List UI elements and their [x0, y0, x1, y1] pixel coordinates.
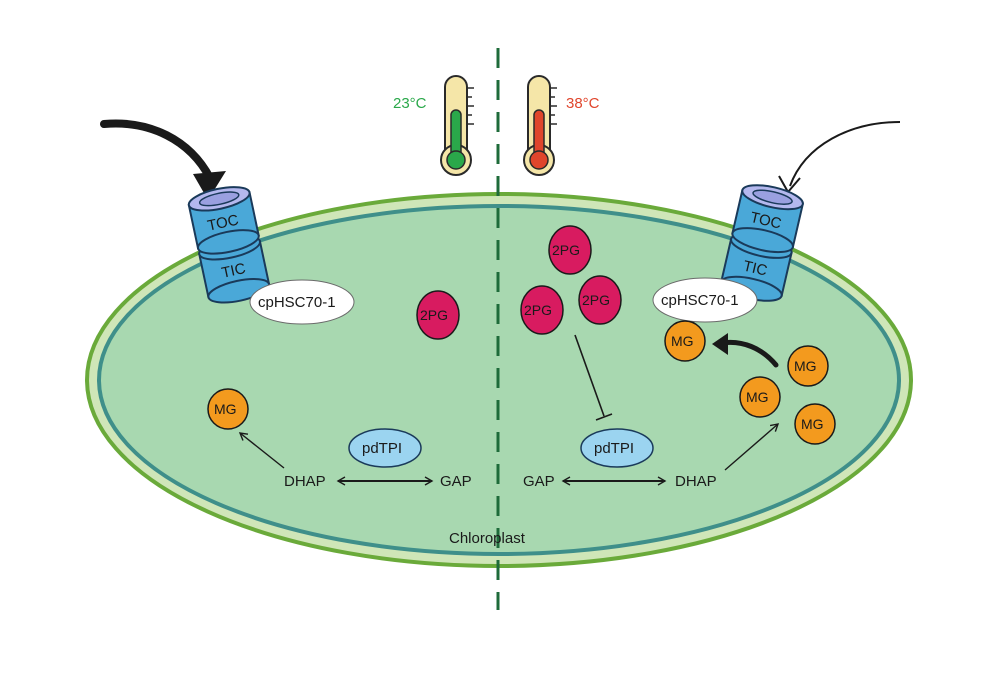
- pg-molecule-left: 2PG: [416, 290, 460, 340]
- toc-tic-transporter-left: TOC TIC: [187, 186, 271, 304]
- pdtpi-enzyme-left: pdTPI: [348, 428, 422, 468]
- pg-molecule-right-3: 2PG: [578, 275, 622, 325]
- pg-molecule-right-2: 2PG: [520, 285, 564, 335]
- pg-label: 2PG: [582, 292, 610, 308]
- mg-molecule-right-4: MG: [794, 403, 836, 445]
- mg-molecule-right-1: MG: [664, 320, 706, 362]
- pg-label: 2PG: [420, 307, 448, 323]
- pg-label: 2PG: [524, 302, 552, 318]
- mg-label: MG: [671, 333, 694, 349]
- dhap-to-mg-arrow-right: [724, 423, 780, 471]
- thermometer-cool-icon: [440, 75, 474, 176]
- cphsc70-1-label-right: cpHSC70-1: [661, 292, 739, 309]
- toc-label-left: TOC: [206, 211, 240, 234]
- gap-label-left: GAP: [440, 473, 472, 490]
- pg-molecule-right-1: 2PG: [548, 225, 592, 275]
- dhap-label-right: DHAP: [675, 473, 717, 490]
- mg-accumulation-arrow-icon: [712, 333, 779, 368]
- mg-label: MG: [746, 389, 769, 405]
- mg-molecule-left: MG: [207, 388, 249, 430]
- pg-label: 2PG: [552, 242, 580, 258]
- mg-label: MG: [801, 416, 824, 432]
- pg-inhibition-icon: [574, 334, 613, 421]
- cphsc70-1-left: cpHSC70-1: [249, 279, 355, 325]
- tic-label-right: TIC: [741, 258, 769, 280]
- toc-label-right: TOC: [749, 209, 784, 233]
- mg-molecule-right-3: MG: [739, 376, 781, 418]
- temperature-cool-label: 23°C: [393, 95, 427, 112]
- chloroplast-label: Chloroplast: [449, 530, 526, 547]
- thin-import-arrow-icon: [778, 121, 901, 194]
- cphsc70-1-right: cpHSC70-1: [652, 277, 758, 323]
- pdtpi-label-left: pdTPI: [362, 440, 402, 457]
- toc-tic-transporter-right: TOC TIC: [720, 184, 804, 302]
- gap-label-right: GAP: [523, 473, 555, 490]
- tic-label-left: TIC: [220, 260, 247, 282]
- dhap-to-mg-arrow-left: [238, 432, 285, 469]
- mg-label: MG: [214, 401, 237, 417]
- pdtpi-enzyme-right: pdTPI: [580, 428, 654, 468]
- thick-import-arrow-icon: [100, 119, 226, 200]
- cphsc70-1-label-left: cpHSC70-1: [258, 294, 336, 311]
- mg-molecule-right-2: MG: [787, 345, 829, 387]
- pdtpi-label-right: pdTPI: [594, 440, 634, 457]
- mg-label: MG: [794, 358, 817, 374]
- dhap-label-left: DHAP: [284, 473, 326, 490]
- thermometer-hot-icon: [523, 75, 557, 176]
- temperature-hot-label: 38°C: [566, 95, 600, 112]
